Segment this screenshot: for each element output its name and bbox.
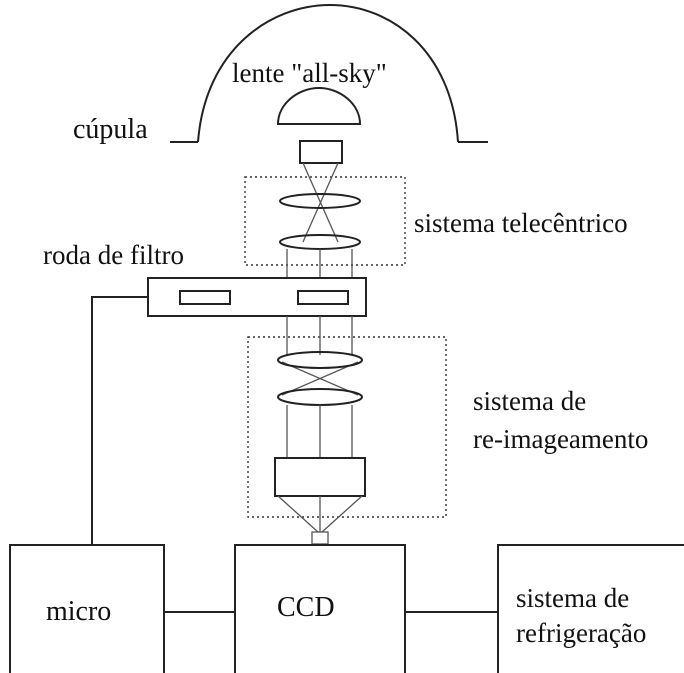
cooling-label-line2: refrigeração	[516, 618, 646, 648]
ccd-label: CCD	[277, 592, 335, 623]
lens-label: lente "all-sky"	[232, 58, 387, 88]
telecentric-lens-2	[279, 234, 361, 250]
telecentric-system-box	[244, 176, 406, 266]
lens-mount	[299, 140, 343, 164]
reimaging-lens-2	[277, 388, 363, 406]
ray-cross-2	[302, 162, 339, 243]
telecentric-label: sistema telecêntrico	[414, 208, 628, 238]
reimaging-lens-1	[277, 351, 363, 369]
micro-box	[9, 544, 165, 673]
filter-slot-right	[297, 290, 349, 305]
cooling-system-box	[497, 544, 684, 673]
dome-label: cúpula	[73, 114, 148, 145]
ray-cross-4	[281, 361, 359, 396]
filter-wheel-label: roda de filtro	[43, 240, 184, 270]
telecentric-lens-1	[279, 193, 361, 209]
cooling-label-line1: sistema de	[516, 583, 629, 613]
lens-dome	[276, 86, 362, 125]
telecentric-optics	[279, 162, 361, 278]
ccd-sensor-head	[311, 531, 329, 545]
all-sky-lens	[276, 86, 362, 164]
reimaging-system-box	[247, 336, 447, 518]
filter-slot-left	[179, 290, 231, 305]
micro-label: micro	[46, 596, 111, 627]
reimaging-label-line1: sistema de	[473, 386, 586, 416]
reimaging-optics	[274, 316, 366, 545]
filter-wheel	[147, 277, 367, 317]
reimaging-objective	[274, 457, 366, 497]
dome	[170, 3, 488, 143]
reimaging-label-line2: re-imageamento	[473, 424, 648, 454]
converge-right	[321, 495, 363, 533]
ccd-box	[234, 544, 406, 673]
dome-arc	[197, 3, 459, 143]
filter-to-micro-cable	[91, 296, 148, 545]
converge-left	[277, 495, 319, 533]
